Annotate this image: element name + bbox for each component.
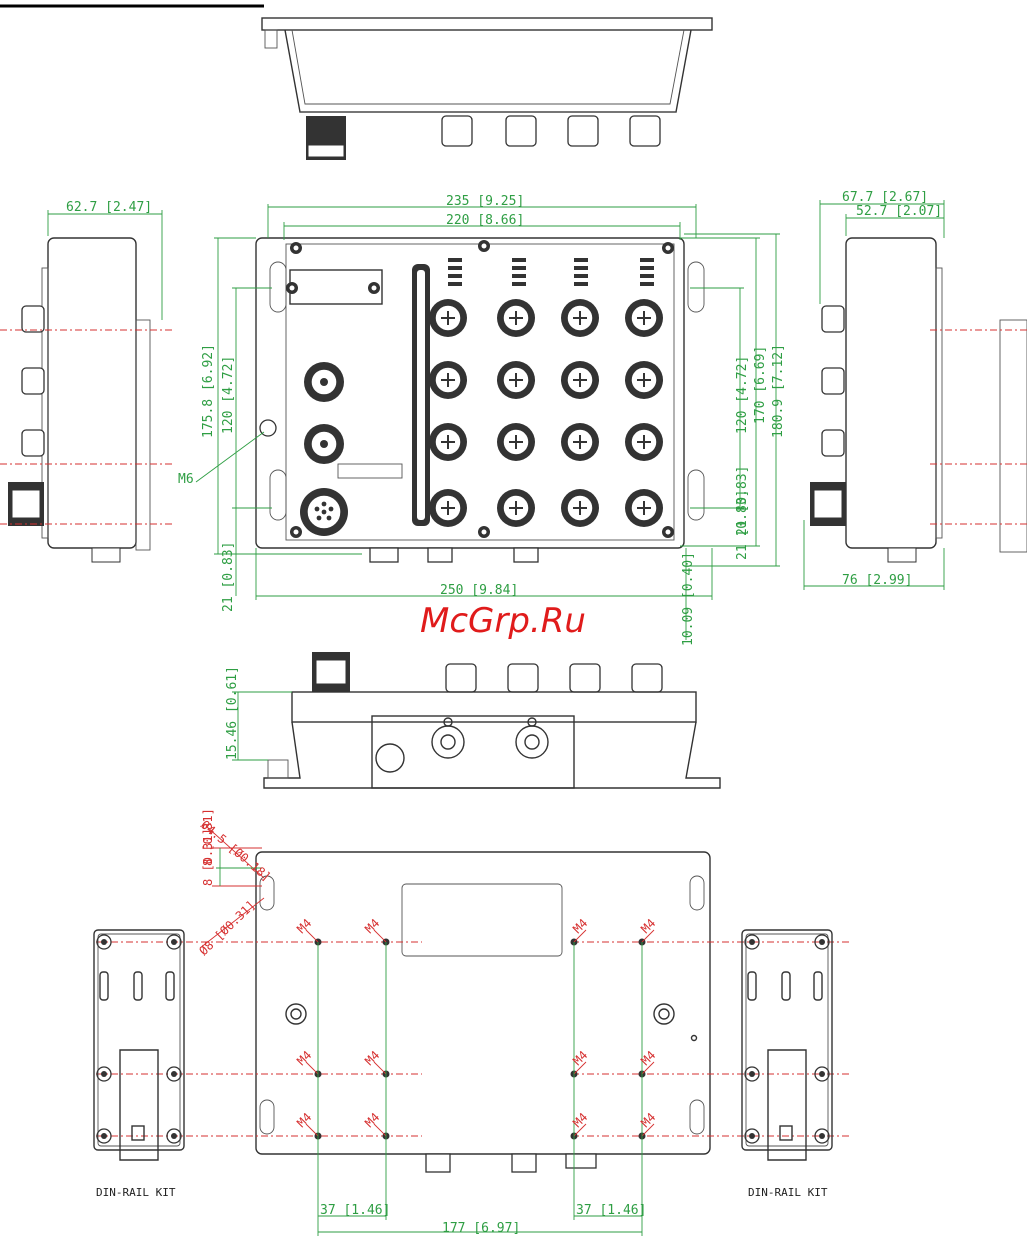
left-depth-label: 62.7 [2.47]: [66, 200, 152, 215]
hole-offset-2-label: 8 [0.31]: [201, 828, 215, 886]
rear-view: [96, 825, 850, 1236]
m12-port: [625, 423, 663, 461]
spacing-left-label: 37 [1.46]: [320, 1203, 390, 1218]
left-side-view: [0, 210, 172, 563]
m12-port: [429, 361, 467, 399]
m4-label: M4: [570, 916, 590, 936]
right-side-view: [803, 200, 1027, 590]
m12-port: [561, 489, 599, 527]
flange-height-label: 15.46 [0.61]: [225, 666, 240, 760]
front-width-inner-label: 220 [8.66]: [446, 213, 524, 228]
m4-label: M4: [570, 1048, 590, 1068]
m12-port: [497, 423, 535, 461]
m12-port: [625, 489, 663, 527]
m4-label: M4: [362, 1048, 382, 1068]
front-view: [195, 204, 780, 640]
m12-port: [561, 361, 599, 399]
m4-label: M4: [638, 916, 658, 936]
m4-label: M4: [638, 1110, 658, 1130]
din-rail-left-label: DIN-RAIL KIT: [96, 1186, 176, 1199]
front-width-total-label: 250 [9.84]: [440, 583, 518, 598]
front-bottom-offset-label: 10.09 [0.40]: [681, 552, 696, 646]
m4-label: M4: [294, 916, 314, 936]
m12-port: [429, 423, 467, 461]
m4-label: M4: [362, 916, 382, 936]
bottom-view: [232, 652, 721, 789]
right-depth-total-label: 76 [2.99]: [842, 573, 912, 588]
spacing-total-label: 177 [6.97]: [442, 1221, 520, 1236]
front-height-right-3-label: 180.9 [7.12]: [771, 344, 786, 438]
front-screw-label: M6: [178, 472, 194, 487]
m12-port: [497, 489, 535, 527]
spacing-right-label: 37 [1.46]: [576, 1203, 646, 1218]
m12-port: [561, 423, 599, 461]
front-height-inner-label: 120 [4.72]: [221, 356, 236, 434]
din-rail-kit-left: [93, 929, 185, 1161]
right-depth-outer-label: 67.7 [2.67]: [842, 190, 928, 205]
front-offset-left-label: 21 [0.83]: [221, 542, 236, 612]
m12-port: [561, 299, 599, 337]
right-depth-inner-label: 52.7 [2.07]: [856, 204, 942, 219]
m4-label: M4: [294, 1048, 314, 1068]
m12-port: [497, 361, 535, 399]
m12-port: [625, 299, 663, 337]
front-width-outer-label: 235 [9.25]: [446, 194, 524, 209]
m12-port: [625, 361, 663, 399]
m4-label: M4: [638, 1048, 658, 1068]
front-height-outer-label: 175.8 [6.92]: [201, 344, 216, 438]
slot-diameter-label: Ø8 [Ø0.31]: [196, 898, 258, 958]
m12-port: [497, 299, 535, 337]
front-height-right-2-label: 170 [6.69]: [753, 346, 768, 424]
m4-label: M4: [362, 1110, 382, 1130]
top-view: [261, 17, 713, 160]
front-offset-right-lower-label: 21 [0.83]: [735, 490, 750, 560]
front-offset-right-label: 21 [0.83]: [735, 466, 750, 536]
hole-offset-label: 8 [0.31]: [201, 808, 215, 866]
din-rail-kit-right: [741, 929, 833, 1161]
m4-label: M4: [294, 1110, 314, 1130]
watermark: McGrp.Ru: [420, 601, 586, 641]
m4-label: M4: [570, 1110, 590, 1130]
din-rail-right-label: DIN-RAIL KIT: [748, 1186, 828, 1199]
m12-port: [429, 299, 467, 337]
front-height-right-1-label: 120 [4.72]: [735, 356, 750, 434]
m12-port: [429, 489, 467, 527]
